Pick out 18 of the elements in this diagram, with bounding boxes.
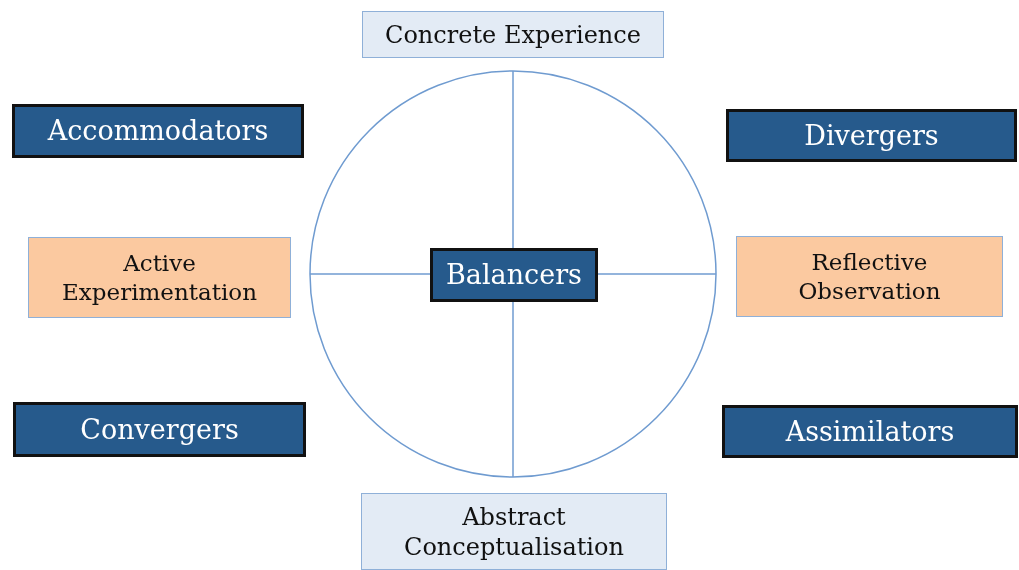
label-box [722, 405, 1018, 458]
box-label: Balancers [446, 258, 582, 292]
label-box [430, 248, 598, 302]
label-box [362, 11, 664, 58]
box-label: Abstract Conceptualisation [403, 501, 625, 562]
label-box [726, 109, 1017, 162]
box-label: Active Experimentation [61, 248, 258, 307]
label-box [736, 236, 1003, 317]
label-box [28, 237, 291, 318]
box-label: Convergers [80, 412, 239, 447]
box-label: Divergers [804, 118, 939, 153]
box-label: Assimilators [785, 414, 955, 449]
label-box [12, 104, 304, 158]
box-label: Concrete Experience [385, 19, 641, 50]
label-box [13, 402, 306, 457]
label-box [361, 493, 667, 570]
box-label: Accommodators [47, 114, 269, 148]
box-label: Reflective Observation [797, 247, 942, 306]
